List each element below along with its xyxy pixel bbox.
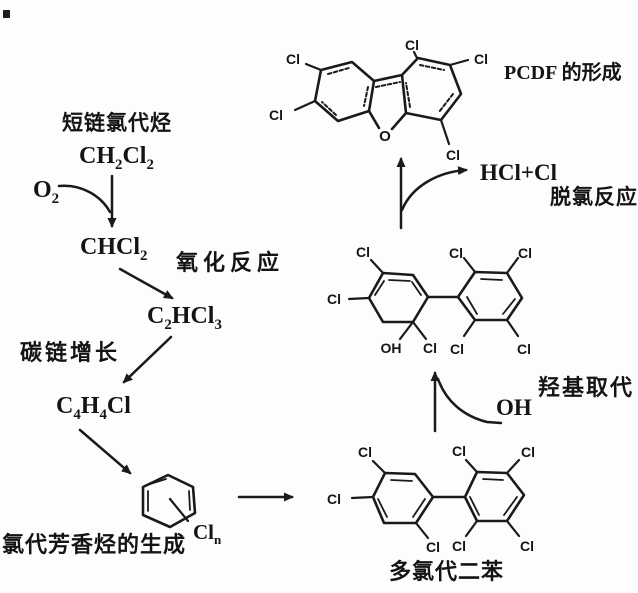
arrow-c4h4cl-to-benzene: [78, 428, 132, 475]
formula-chcl2: CHCl2: [80, 234, 147, 263]
hcl-cl-product-label: HCl+Cl: [480, 160, 557, 185]
cl-atom-label: Cl: [518, 245, 532, 261]
formula-subscript: 4: [99, 406, 107, 423]
cl-atom-label: Cl: [269, 107, 283, 123]
cl-atom-label: Cl: [520, 538, 534, 554]
cl-atom-label: Cl: [452, 443, 466, 459]
arrow-oh-reagent-curve: [436, 377, 503, 425]
cl-atom-label: Cl: [449, 245, 463, 261]
formula-part: O: [33, 177, 52, 203]
hydroxylated-biphenyl-structure: Cl Cl OH Cl Cl Cl Cl Cl: [327, 244, 532, 357]
cl-atom-label: Cl: [517, 341, 531, 357]
chain-growth-label: 碳链增长: [20, 340, 121, 365]
cl-atom-label: Cl: [356, 244, 370, 260]
oh-atom-label: OH: [381, 340, 402, 356]
formula-subscript: 2: [115, 156, 123, 173]
cl-atom-label: Cl: [446, 147, 460, 163]
cl-atom-label: Cl: [521, 444, 535, 460]
cl-atom-label: Cl: [358, 444, 372, 460]
formula-part: C: [56, 393, 74, 419]
arrow-c2hcl3-to-c4h4cl: [122, 335, 173, 384]
formula-subscript: 2: [164, 316, 172, 333]
formula-part: C: [147, 303, 165, 329]
cl-atom-label: Cl: [405, 37, 419, 53]
benzene-ring-structure: [141, 473, 197, 529]
formula-part: Cl: [193, 520, 214, 544]
formula-subscript: 3: [214, 316, 222, 333]
hydroxyl-substitution-label: 羟基取代: [538, 375, 635, 400]
short-chain-label: 短链氯代烃: [62, 111, 172, 135]
pcb-name-label: 多氯代二苯: [389, 559, 505, 584]
formula-part: CH: [79, 143, 115, 169]
formula-subscript: 2: [140, 247, 148, 264]
oh-reagent-label: OH: [496, 395, 532, 420]
cl-atom-label: Cl: [327, 491, 341, 507]
formula-o2: O2: [33, 177, 59, 206]
arrow-hcl-elimination-curve: [400, 166, 468, 212]
cl-atom-label: Cl: [452, 538, 466, 554]
cl-atom-label: Cl: [474, 51, 488, 67]
cl-atom-label: Cl: [327, 291, 341, 307]
formula-part: Cl: [106, 393, 131, 419]
pcdf-formation-label: PCDF 的形成: [504, 62, 622, 84]
formula-part: HCl: [171, 303, 215, 329]
formula-cln: Cln: [193, 520, 222, 548]
aromatic-generation-label: 氯代芳香烃的生成: [2, 532, 187, 557]
formula-part: H: [80, 393, 100, 419]
formula-ch2cl2: CH2Cl2: [79, 143, 154, 172]
formula-c4h4cl: C4H4Cl: [56, 393, 131, 422]
pcdf-structure: Cl Cl Cl Cl Cl O: [269, 37, 488, 163]
formula-part: CHCl: [80, 234, 140, 260]
cl-atom-label: Cl: [426, 539, 440, 555]
arrow-o2-curve: [57, 184, 112, 214]
polychlorinated-biphenyl-structure: Cl Cl Cl Cl Cl Cl Cl: [327, 443, 535, 555]
cl-atom-label: Cl: [450, 341, 464, 357]
oxidation-label: 氧化反应: [176, 250, 285, 275]
scan-artifact: [3, 10, 10, 18]
formula-subscript: 2: [51, 190, 60, 207]
formula-subscript: 4: [73, 406, 81, 423]
cl-atom-label: Cl: [286, 51, 300, 67]
cl-atom-label: Cl: [423, 340, 437, 356]
formula-c2hcl3: C2HCl3: [147, 303, 222, 332]
formula-part: Cl: [122, 143, 147, 169]
arrow-chcl2-to-c2hcl3: [118, 267, 174, 300]
formula-subscript: n: [214, 532, 222, 548]
dechlorination-label: 脱氯反应: [550, 185, 638, 209]
formula-subscript: 2: [146, 156, 154, 173]
oxygen-atom-label: O: [379, 128, 391, 145]
